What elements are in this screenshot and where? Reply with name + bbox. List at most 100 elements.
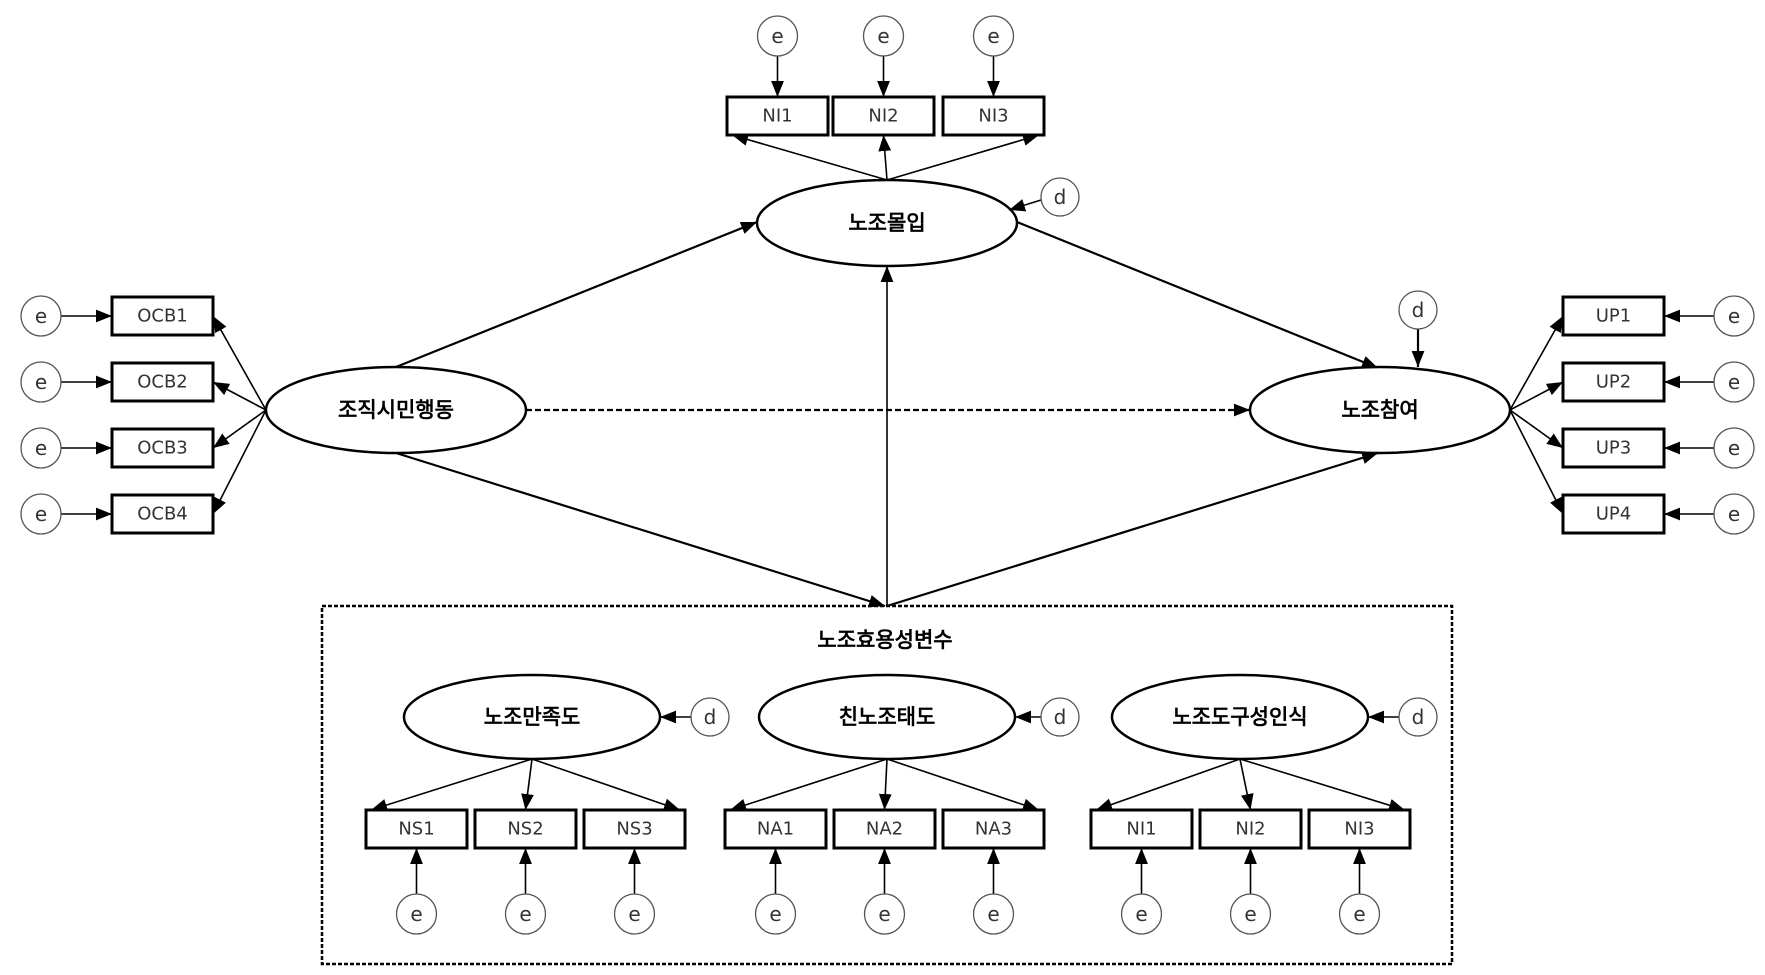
error-label: e [878, 902, 890, 926]
indicator-up1-participation: UP1 e [1509, 295, 1755, 411]
loading-arrow [1509, 409, 1564, 515]
indicator-na1-attitude: NA1 e [723, 758, 888, 935]
indicator-label: NS2 [507, 819, 543, 840]
error-term [1713, 493, 1755, 535]
svg-text:d: d [1054, 705, 1067, 729]
indicator-label: NI2 [1235, 819, 1265, 840]
error-term [863, 893, 906, 935]
indicator-box [1561, 493, 1666, 535]
svg-text:d: d [704, 705, 717, 729]
indicator-box [110, 493, 215, 535]
path-ocb-to-commitment [395, 220, 758, 369]
error-term [862, 15, 905, 57]
error-label: e [987, 24, 999, 48]
indicator-label: OCB3 [137, 438, 188, 459]
indicator-label: NS1 [398, 819, 434, 840]
indicator-ni2-commitment: NI2 e [831, 15, 936, 181]
error-label: e [1728, 436, 1740, 460]
loading-arrow [1509, 315, 1564, 411]
svg-text:노조참여: 노조참여 [1341, 398, 1418, 422]
indicator-label: UP3 [1596, 438, 1631, 459]
indicator-ni2-instrumentality: NI2 e [1198, 758, 1303, 935]
loading-arrow [1239, 758, 1254, 811]
error-term [20, 427, 62, 469]
error-label: e [771, 24, 783, 48]
loading-arrow [886, 758, 1040, 811]
error-label: e [1353, 902, 1365, 926]
error-label: e [1728, 304, 1740, 328]
indicator-label: NI2 [868, 106, 898, 127]
latent-instrumentality: 노조도구성인식 [1110, 673, 1370, 761]
error-label: e [519, 902, 531, 926]
indicator-label: NI3 [978, 106, 1008, 127]
loading-arrow [212, 381, 267, 411]
loading-arrow [878, 134, 892, 181]
error-term [756, 15, 799, 57]
error-term [1713, 361, 1755, 403]
indicator-ni1-commitment: NI1 e [725, 15, 888, 181]
error-term [395, 893, 438, 935]
svg-text:d: d [1412, 705, 1425, 729]
indicator-label: UP1 [1596, 306, 1631, 327]
loading-arrow [212, 409, 267, 515]
latent-commitment: 노조몰입 [755, 178, 1019, 268]
disturbance-participation: d [1398, 290, 1438, 367]
svg-text:노조몰입: 노조몰입 [848, 211, 925, 235]
path-utility-to-participation [886, 451, 1379, 608]
error-term [504, 893, 547, 935]
loading-arrow [521, 758, 534, 811]
utility-variables-group-label: 노조효용성변수 [817, 628, 952, 652]
error-label: e [35, 304, 47, 328]
indicator-label: NI3 [1344, 819, 1374, 840]
disturbance-satisfaction: d [660, 697, 730, 737]
error-label: e [628, 902, 640, 926]
indicator-label: OCB1 [137, 306, 188, 327]
indicator-up3-participation: UP3 e [1509, 409, 1755, 469]
error-label: e [987, 902, 999, 926]
error-label: e [877, 24, 889, 48]
indicator-box [1198, 808, 1303, 850]
error-term [1713, 295, 1755, 337]
indicator-label: NI1 [762, 106, 792, 127]
error-term [754, 893, 797, 935]
loading-arrow [1509, 409, 1564, 449]
loading-arrow [531, 758, 681, 811]
loading-arrow [878, 758, 892, 811]
indicator-box [473, 808, 578, 850]
error-label: e [1135, 902, 1147, 926]
loading-arrow [1509, 381, 1564, 411]
indicator-ni3-commitment: NI3 e [886, 15, 1046, 181]
svg-text:노조만족도: 노조만족도 [484, 705, 581, 729]
error-term [972, 893, 1015, 935]
loading-arrow [370, 758, 533, 812]
indicator-ocb1-ocb: OCB1 e [20, 295, 267, 411]
indicator-label: OCB2 [137, 372, 188, 393]
error-term [1229, 893, 1272, 935]
error-label: e [1244, 902, 1256, 926]
error-term [1713, 427, 1755, 469]
latent-attitude: 친노조태도 [757, 673, 1017, 761]
indicator-box [831, 95, 936, 137]
indicator-label: NI1 [1126, 819, 1156, 840]
error-label: e [1728, 502, 1740, 526]
indicator-ns2-satisfaction: NS2 e [473, 758, 578, 935]
indicator-label: OCB4 [137, 504, 188, 525]
error-term [972, 15, 1015, 57]
indicator-label: NA1 [757, 819, 794, 840]
error-label: e [1728, 370, 1740, 394]
disturbance-instrumentality: d [1368, 697, 1438, 737]
svg-text:d: d [1054, 185, 1067, 209]
error-term [613, 893, 656, 935]
error-label: e [35, 370, 47, 394]
loading-arrow [212, 315, 267, 411]
path-commitment-to-participation [1016, 220, 1379, 370]
indicator-ns1-satisfaction: NS1 e [364, 758, 533, 935]
